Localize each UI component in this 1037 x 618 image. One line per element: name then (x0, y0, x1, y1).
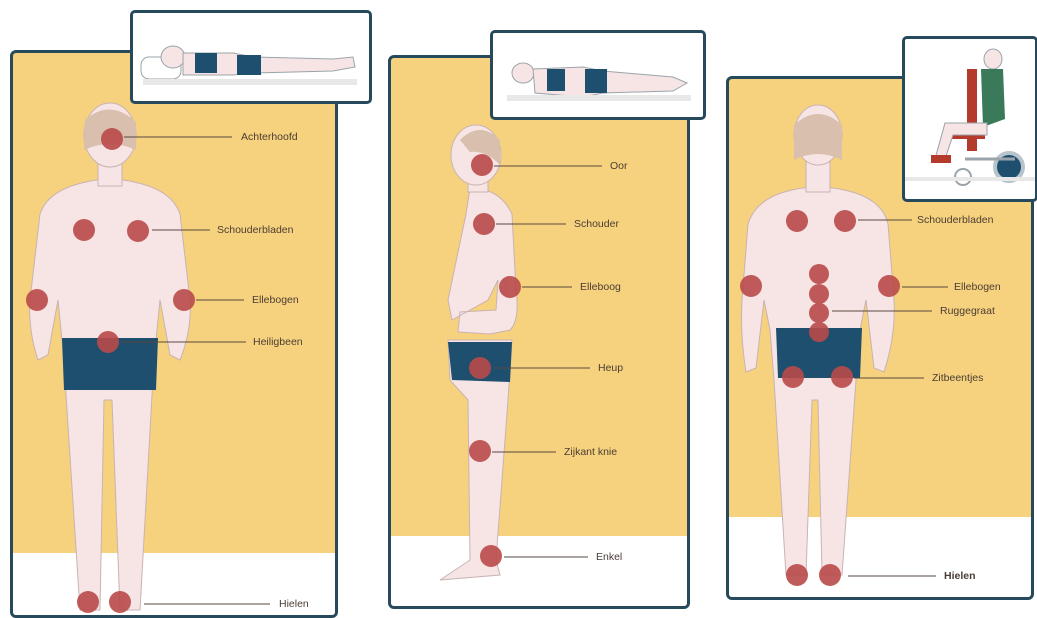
label-achterhoofd: Achterhoofd (241, 131, 298, 143)
pressure-point (473, 213, 495, 235)
pressure-point (480, 545, 502, 567)
pressure-point (109, 591, 131, 613)
pressure-point (878, 275, 900, 297)
person-lying-on-side-icon (493, 33, 703, 117)
pressure-point (819, 564, 841, 586)
label-ellebogen: Ellebogen (252, 294, 299, 306)
pressure-point (809, 264, 829, 284)
inset-lying-supine (130, 10, 372, 104)
label-schouder: Schouder (574, 218, 619, 230)
pressure-point (471, 154, 493, 176)
label-oor: Oor (610, 160, 628, 172)
pressure-point (809, 322, 829, 342)
inset-wheelchair (902, 36, 1037, 202)
pressure-point (834, 210, 856, 232)
label-heup: Heup (598, 362, 623, 374)
person-in-wheelchair-icon (905, 39, 1035, 199)
pressure-point (73, 219, 95, 241)
label-ellebogen-seated: Ellebogen (954, 281, 1001, 293)
label-schouderbladen-seated: Schouderbladen (917, 214, 993, 226)
pressure-point (77, 591, 99, 613)
person-lying-on-back-icon (133, 13, 369, 101)
pressure-point (499, 276, 521, 298)
label-ruggegraat: Ruggegraat (940, 305, 995, 317)
pressure-point (786, 564, 808, 586)
pressure-point (809, 303, 829, 323)
pressure-point (831, 366, 853, 388)
pressure-point (127, 220, 149, 242)
inset-lying-side (490, 30, 706, 120)
label-hielen-seated: Hielen (944, 570, 976, 582)
label-zijkant-knie: Zijkant knie (564, 446, 617, 458)
pressure-point (101, 128, 123, 150)
pressure-point (97, 331, 119, 353)
pressure-point (469, 440, 491, 462)
label-elleboog: Elleboog (580, 281, 621, 293)
label-schouderbladen: Schouderbladen (217, 224, 293, 236)
pressure-point (786, 210, 808, 232)
hair (794, 114, 842, 160)
pressure-point (782, 366, 804, 388)
label-zitbeentjes: Zitbeentjes (932, 372, 983, 384)
pressure-point (809, 284, 829, 304)
pressure-point (26, 289, 48, 311)
pressure-point (173, 289, 195, 311)
pressure-point (740, 275, 762, 297)
pressure-point (469, 357, 491, 379)
label-hielen: Hielen (279, 598, 309, 610)
label-heiligbeen: Heiligbeen (253, 336, 303, 348)
label-enkel: Enkel (596, 551, 622, 563)
